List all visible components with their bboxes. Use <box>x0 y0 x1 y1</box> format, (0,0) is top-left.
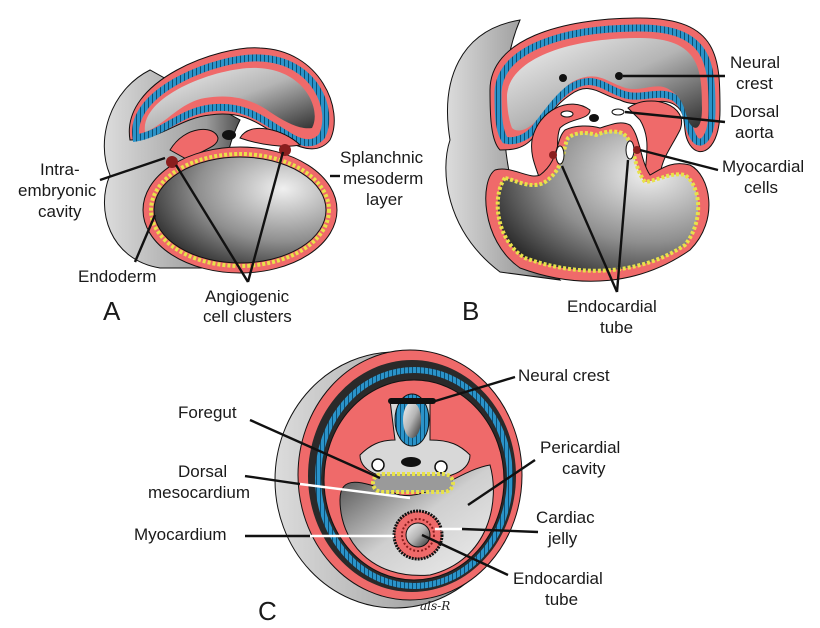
panel-b-ectoderm <box>494 24 716 146</box>
label-crest: crest <box>736 74 773 93</box>
panel-c-notochord <box>401 457 421 467</box>
label-angiogenic: Angiogenic <box>205 287 290 306</box>
label-aorta: aorta <box>735 123 774 142</box>
leader-endocardial-c <box>421 533 509 577</box>
panel-c-dorsal-aorta-right <box>434 460 448 474</box>
panel-b-neural-crest-right <box>615 72 623 80</box>
panel-a-yolk-cavity <box>153 156 327 264</box>
panel-b-mesoderm-left <box>531 103 591 181</box>
panel-a-notochord <box>222 130 236 140</box>
leader-endocardial-b-2 <box>615 159 630 293</box>
panel-c-neural-crest <box>388 398 436 404</box>
panel-letter-b: B <box>462 296 479 326</box>
panel-a-endoderm-layer <box>149 152 331 268</box>
label-embryonic: embryonic <box>18 181 97 200</box>
label-tube-c: tube <box>545 590 578 609</box>
panel-a-ectoderm <box>132 54 330 147</box>
label-neural-crest-c: Neural crest <box>518 366 610 385</box>
panel-b-mesoderm-right <box>627 100 683 181</box>
myocardial-cell-cluster <box>633 146 641 154</box>
leader-endoderm <box>133 214 157 263</box>
leader-intra-embryonic-cavity <box>99 156 166 182</box>
label-endocardial-b: Endocardial <box>567 297 657 316</box>
label-myocardium: Myocardium <box>134 525 227 544</box>
label-neural: Neural <box>730 53 780 72</box>
label-cavity-a: cavity <box>38 202 82 221</box>
label-mesocardium: mesocardium <box>148 483 250 502</box>
angiogenic-cluster <box>166 156 178 168</box>
leader-myocardial-cells <box>639 148 719 172</box>
panel-c-endocardial-tube <box>405 522 431 548</box>
label-tube-b: tube <box>600 318 633 337</box>
label-layer: layer <box>366 190 403 209</box>
leader-endocardial-b-1 <box>560 165 619 293</box>
myocardial-cell-cluster <box>549 151 557 159</box>
label-dorsal-b: Dorsal <box>730 102 779 121</box>
leader-angiogenic-1 <box>174 164 250 283</box>
panel-c-cardiac-jelly-ring <box>401 518 435 552</box>
panel-b-endocardial-tube-right <box>625 140 635 160</box>
panel-c-foregut <box>371 472 455 494</box>
angiogenic-cluster <box>279 144 291 156</box>
panel-a: Intra- embryonic cavity Splanchnic mesod… <box>18 47 424 326</box>
leader-neural-crest-c <box>431 375 516 404</box>
label-splanchnic: Splanchnic <box>340 148 424 167</box>
panel-letter-c: C <box>258 596 277 626</box>
panel-b-endoderm <box>495 129 701 273</box>
panel-b-amniotic-cavity <box>507 38 702 131</box>
panel-letter-a: A <box>103 296 121 326</box>
label-cell-clusters: cell clusters <box>203 307 292 326</box>
panel-b-dorsal-aorta-right <box>611 108 625 116</box>
label-endocardial-c: Endocardial <box>513 569 603 588</box>
label-foregut: Foregut <box>178 403 237 422</box>
label-mesoderm: mesoderm <box>343 169 423 188</box>
panel-b-dorsal-aorta-left <box>560 110 574 118</box>
panel-b-neural-crest-left <box>559 74 567 82</box>
panel-c: Neural crest Foregut Pericardial cavity … <box>134 349 620 626</box>
label-myocardial: Myocardial <box>722 157 804 176</box>
label-cells: cells <box>744 178 778 197</box>
leader-dorsal-mesocardium <box>299 482 411 500</box>
leader-dorsal-aorta-b <box>624 110 726 124</box>
leader-foregut <box>249 418 381 480</box>
panel-b-endocardial-tube-left <box>555 145 565 165</box>
panel-a-amnion <box>128 47 335 150</box>
leader-dorsal-mesocardium-dark <box>244 474 301 486</box>
panel-a-mesoderm-right <box>239 127 302 147</box>
artist-signature: als-R <box>420 599 450 613</box>
label-intra: Intra- <box>40 160 80 179</box>
label-cardiac: Cardiac <box>536 508 595 527</box>
leader-cardiac-jelly <box>461 527 539 534</box>
label-jelly: jelly <box>547 529 578 548</box>
label-endoderm: Endoderm <box>78 267 156 286</box>
panel-b-notochord <box>589 114 599 122</box>
leader-pericardial-cavity <box>467 459 536 506</box>
panel-b: Neural crest Dorsal aorta Myocardial cel… <box>445 17 804 337</box>
panel-c-dorsal-aorta-left <box>371 458 385 472</box>
label-pericardial: Pericardial <box>540 438 620 457</box>
panel-a-amniotic-cavity <box>144 67 315 132</box>
label-dorsal-c: Dorsal <box>178 462 227 481</box>
label-cavity-c: cavity <box>562 459 606 478</box>
panel-c-neural-tube-lumen <box>403 402 421 438</box>
leader-angiogenic-2 <box>246 151 285 283</box>
